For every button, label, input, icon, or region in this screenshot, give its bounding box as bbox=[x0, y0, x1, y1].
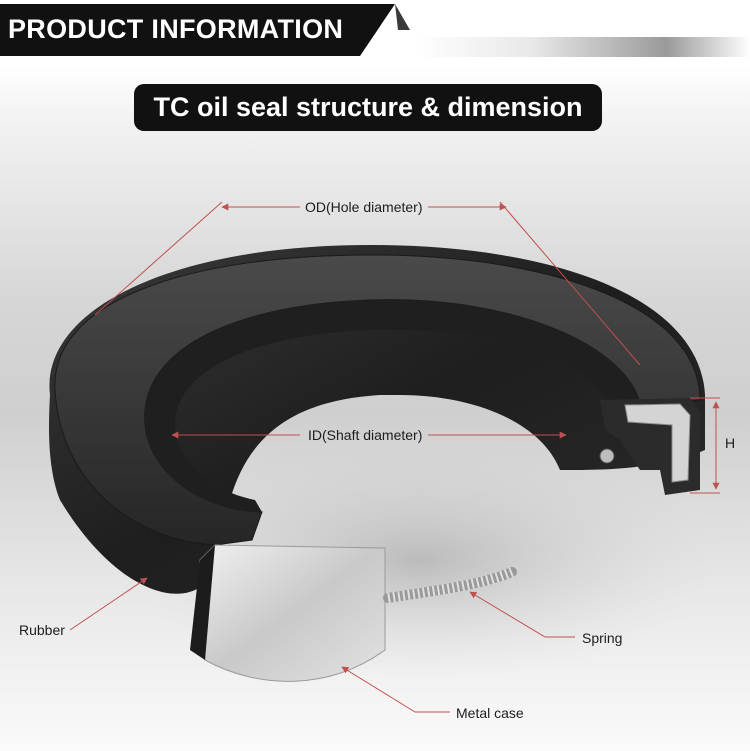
inner-lip bbox=[144, 299, 640, 512]
spring-coil-texture bbox=[387, 567, 514, 603]
metal-case-label: Metal case bbox=[456, 705, 524, 721]
spring-label: Spring bbox=[582, 630, 623, 646]
od-label: OD(Hole diameter) bbox=[305, 199, 423, 215]
id-label: ID(Shaft diameter) bbox=[308, 427, 423, 443]
header-bar: PRODUCT INFORMATION bbox=[0, 0, 750, 58]
cutaway-edge bbox=[190, 545, 215, 660]
height-label: H bbox=[725, 435, 736, 451]
header-banner-graphic bbox=[0, 4, 750, 57]
spring-callout-line bbox=[469, 591, 546, 638]
od-extension-right bbox=[499, 201, 641, 366]
metal-case bbox=[199, 544, 386, 682]
od-extension-left bbox=[94, 201, 223, 316]
page-title: PRODUCT INFORMATION bbox=[8, 14, 344, 44]
section-subtitle: TC oil seal structure & dimension bbox=[134, 84, 602, 131]
metal-callout-line bbox=[341, 666, 416, 713]
rubber-callout-line bbox=[69, 577, 148, 631]
cross-section bbox=[599, 398, 700, 495]
rubber-label: Rubber bbox=[19, 622, 65, 638]
